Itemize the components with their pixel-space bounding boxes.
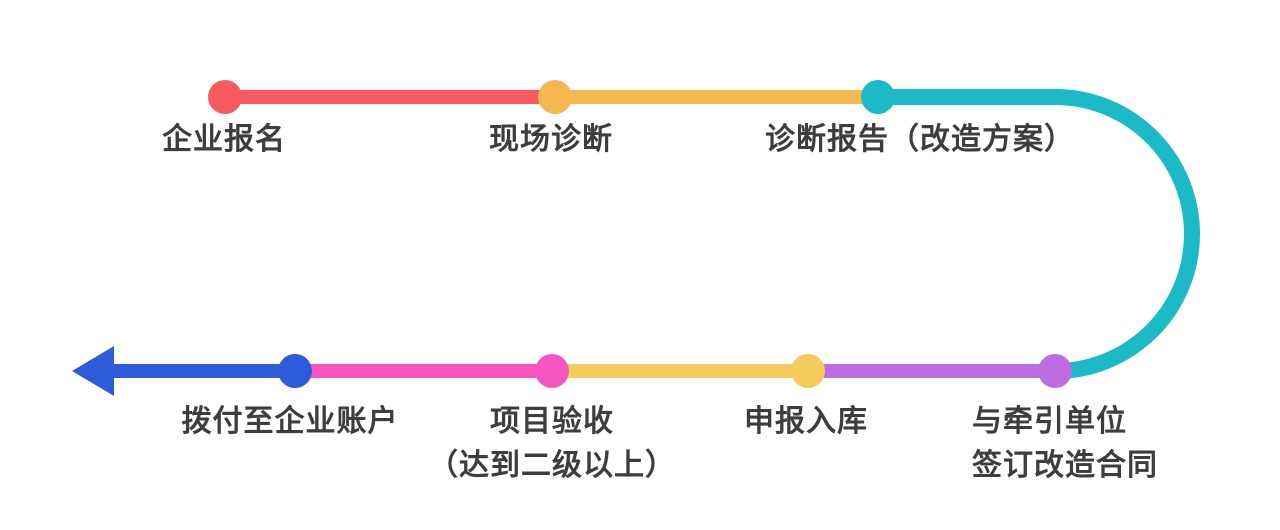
node-dot-onsite-diagnosis — [538, 80, 572, 114]
node-label-line-1: 项目验收 — [490, 404, 614, 439]
node-label-declaration-storage: 申报入库 — [744, 404, 868, 439]
node-label-line-2: （达到二级以上） — [428, 448, 676, 483]
node-label-sign-contract: 与牵引单位 签订改造合同 — [972, 400, 1158, 488]
node-label-project-acceptance: 项目验收 （达到二级以上） — [428, 400, 676, 488]
node-label-onsite-diagnosis: 现场诊断 — [489, 122, 613, 157]
node-dot-sign-contract — [1038, 354, 1072, 388]
node-label-line-1: 与牵引单位 — [972, 404, 1127, 439]
node-dot-diagnosis-report — [861, 80, 895, 114]
node-dot-disbursement — [278, 354, 312, 388]
node-dot-enterprise-registration — [208, 80, 242, 114]
node-label-disbursement: 拨付至企业账户 — [181, 404, 399, 439]
node-label-diagnosis-report: 诊断报告（改造方案） — [765, 122, 1075, 157]
arrow-left-icon — [72, 346, 114, 396]
node-dot-declaration-storage — [791, 354, 825, 388]
segment-report-u-turn-curve — [878, 89, 1200, 379]
node-dot-project-acceptance — [535, 354, 569, 388]
node-label-line-2: 签订改造合同 — [972, 448, 1158, 483]
node-label-enterprise-registration: 企业报名 — [162, 122, 286, 157]
